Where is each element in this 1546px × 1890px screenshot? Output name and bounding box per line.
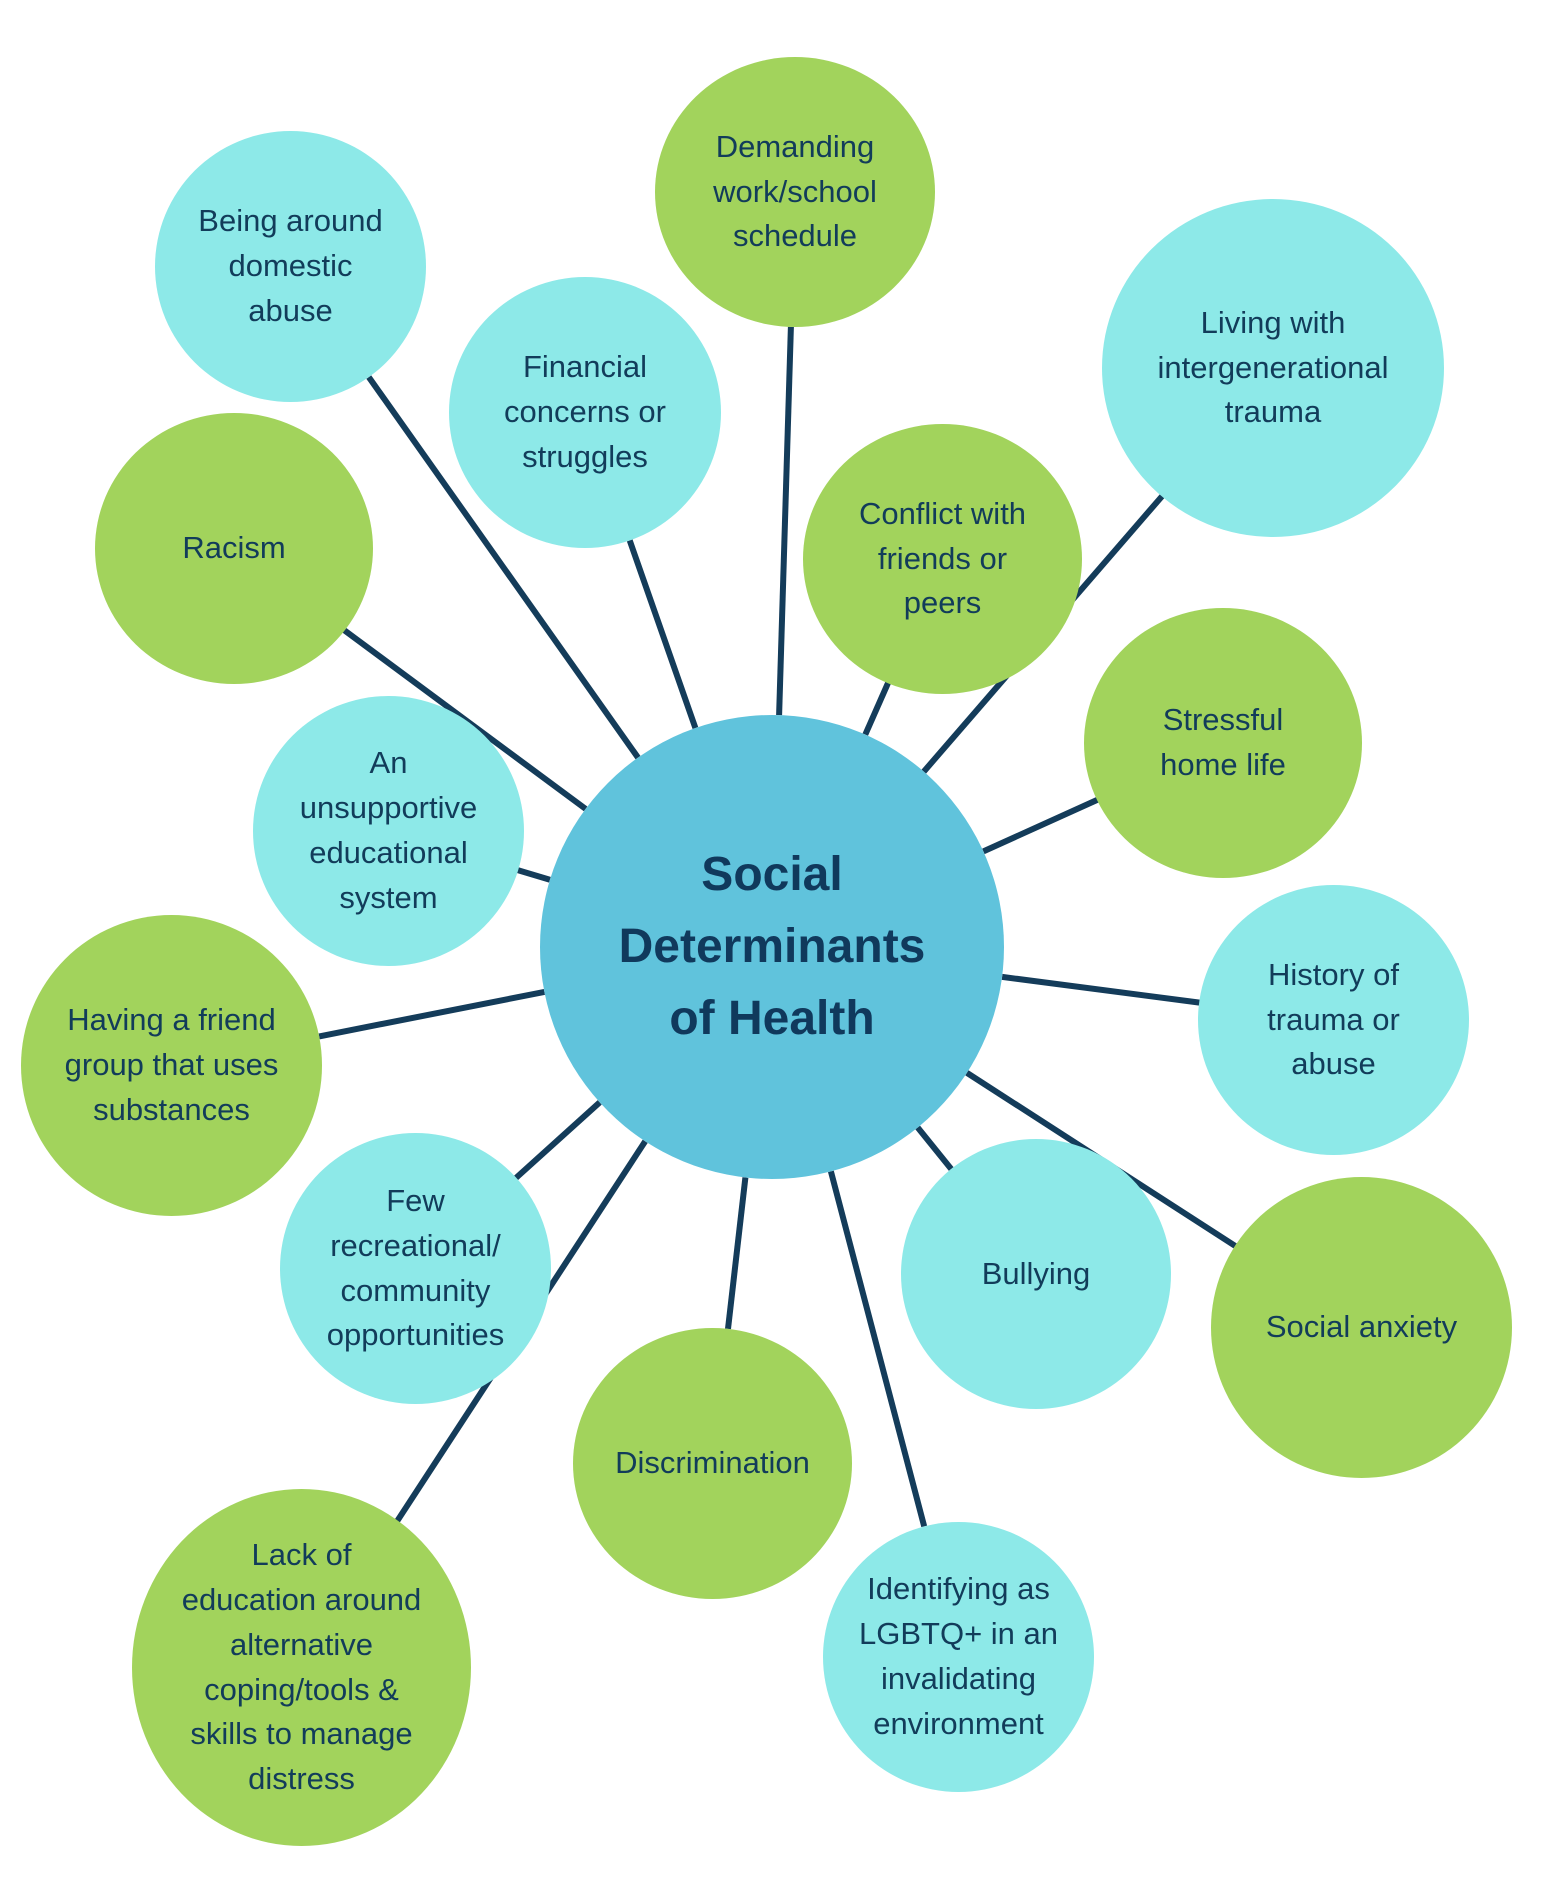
- node-identifying-as-lgbtq: Identifying as LGBTQ+ in an invalidating…: [823, 1522, 1094, 1792]
- node-label: Social anxiety: [1265, 1309, 1458, 1345]
- node-label: Financial concerns or struggles: [504, 349, 666, 474]
- connector-line: [516, 867, 551, 883]
- connector-line: [915, 1125, 954, 1171]
- node-lack-of-education-coping: Lack of education around alternative cop…: [132, 1489, 471, 1846]
- connector-line: [862, 681, 891, 736]
- center-node: Social Determinants of Health: [540, 715, 1004, 1179]
- node-label: Racism: [182, 530, 286, 566]
- node-label: Conflict with friends or peers: [858, 495, 1027, 621]
- node-racism: Racism: [95, 413, 373, 684]
- node-few-recreational-opportunities: Few recreational/ community opportunitie…: [280, 1133, 551, 1404]
- node-discrimination: Discrimination: [573, 1328, 852, 1599]
- node-label: Few recreational/ community opportunitie…: [326, 1182, 505, 1353]
- center-label: Social Determinants of Health: [618, 848, 926, 1045]
- connector-line: [366, 375, 641, 760]
- connector-line: [982, 795, 1102, 855]
- node-label: Identifying as LGBTQ+ in an invalidating…: [858, 1571, 1059, 1741]
- node-label: Being around domestic abuse: [198, 203, 383, 328]
- node-label: Stressful home life: [1160, 702, 1286, 782]
- node-friend-group-substances: Having a friend group that uses substanc…: [21, 915, 322, 1216]
- node-label: Living with intergenerational trauma: [1157, 304, 1389, 430]
- node-social-anxiety: Social anxiety: [1211, 1177, 1512, 1478]
- node-financial-concerns: Financial concerns or struggles: [449, 277, 721, 548]
- node-label: An unsupportive educational system: [299, 745, 478, 915]
- node-unsupportive-educational-system: An unsupportive educational system: [253, 696, 524, 966]
- connector-line: [776, 326, 794, 716]
- node-conflict-with-friends: Conflict with friends or peers: [803, 424, 1082, 694]
- node-label: Discrimination: [615, 1445, 810, 1481]
- node-label: Demanding work/school schedule: [713, 128, 877, 254]
- connector-line: [1001, 973, 1200, 1006]
- node-label: History of trauma or abuse: [1267, 956, 1400, 1082]
- node-label: Lack of education around alternative cop…: [181, 1536, 422, 1797]
- node-living-with-intergenerational-trauma: Living with intergenerational trauma: [1102, 199, 1444, 537]
- connector-line: [725, 1177, 749, 1330]
- node-bullying: Bullying: [901, 1139, 1171, 1409]
- node-demanding-work-school-schedule: Demanding work/school schedule: [655, 57, 935, 327]
- node-label: Having a friend group that uses substanc…: [64, 1002, 279, 1127]
- connector-line: [626, 539, 699, 729]
- node-stressful-home-life: Stressful home life: [1084, 608, 1362, 878]
- node-label: Bullying: [981, 1255, 1091, 1291]
- node-history-of-trauma: History of trauma or abuse: [1198, 885, 1469, 1155]
- connector-line: [318, 988, 545, 1040]
- connector-line: [827, 1170, 928, 1528]
- connector-line: [514, 1100, 602, 1181]
- node-being-around-domestic-abuse: Being around domestic abuse: [155, 131, 426, 402]
